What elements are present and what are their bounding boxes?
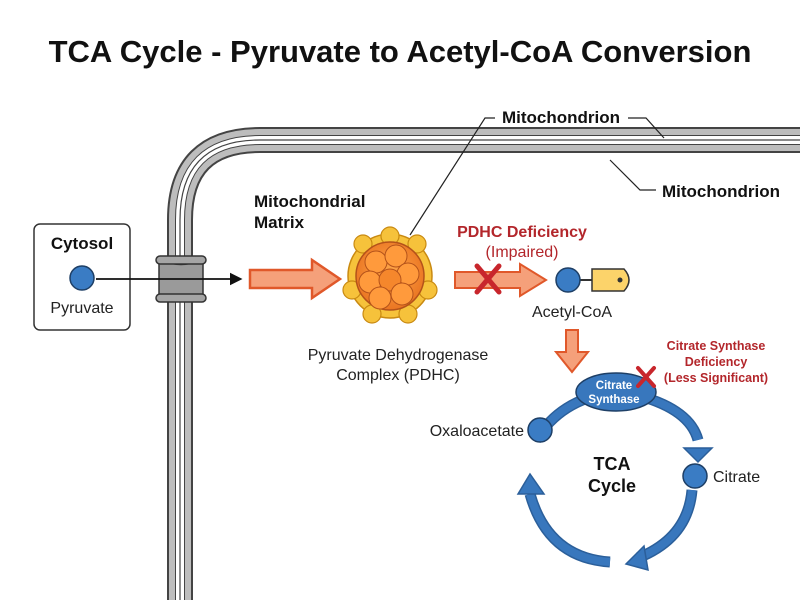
matrix-label-line2: Matrix [254,213,305,232]
pdhc-deficiency-label: PDHC Deficiency [457,224,587,241]
matrix-label-line1: Mitochondrial [254,192,365,211]
cytosol-box: Cytosol Pyruvate [33,223,131,331]
acetyl-coa-label: Acetyl-CoA [532,304,612,321]
diagram-title: TCA Cycle - Pyruvate to Acetyl-CoA Conve… [49,34,752,69]
pdhc-block-icon [474,263,502,295]
citrate-synthase-enzyme: Citrate Synthase [575,372,657,412]
enzyme-label-line2: Synthase [588,394,639,406]
mitochondrion-top-text: Mitochondrion [502,108,620,127]
mitochondrion-right-text: Mitochondrion [662,182,780,201]
citrate-molecule [682,463,708,489]
cs-deficiency-line3: (Less Significant) [664,371,768,385]
citrate-label: Citrate [713,469,760,486]
pdhc-label-line2: Complex (PDHC) [336,367,460,384]
cytosol-label: Cytosol [51,234,113,253]
tca-label-line1: TCA [594,454,631,474]
cs-deficiency-line1: Citrate Synthase [667,339,766,353]
tca-label-line2: Cycle [588,476,636,496]
oxaloacetate-molecule [527,417,553,443]
oxaloacetate-label: Oxaloacetate [430,423,524,440]
cs-deficiency-line2: Deficiency [685,355,748,369]
pdhc-label-line1: Pyruvate Dehydrogenase [308,347,489,364]
mitochondrion-label-right: Mitochondrion [609,159,780,201]
pyruvate-label: Pyruvate [50,300,113,317]
pyruvate-molecule [69,265,95,291]
enzyme-label-line1: Citrate [596,380,632,392]
substrate-arrow [248,257,343,301]
pdhc-impaired-label: (Impaired) [486,244,559,261]
mitochondrial-membrane [167,127,800,600]
citrate-synthase-block-icon [636,366,656,388]
acetylcoa-to-tca-arrow [553,329,591,374]
acetyl-coa-molecule [555,267,630,293]
pdhc-complex-icon [342,226,438,324]
mitochondrion-label-top: Mitochondrion [409,108,665,236]
